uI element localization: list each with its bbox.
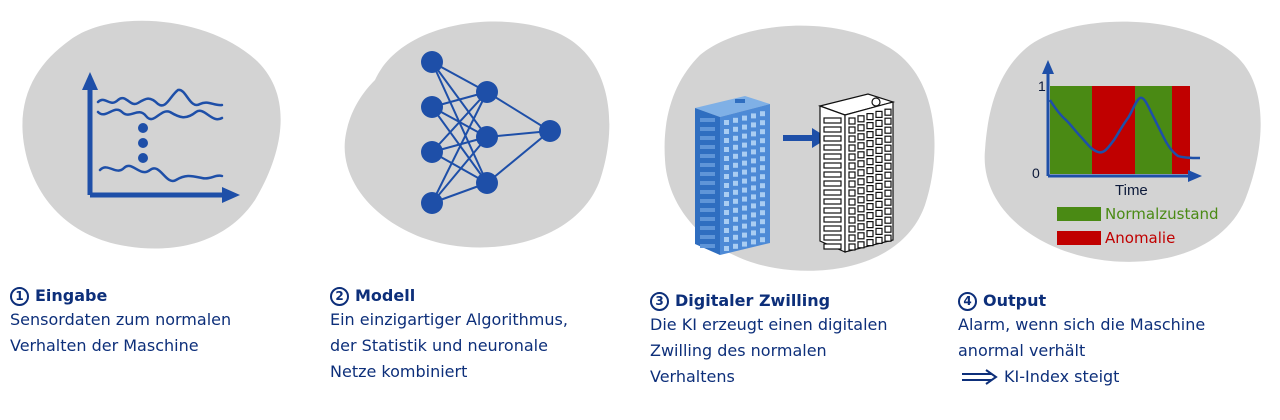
axes-icon	[87, 88, 228, 198]
step-caption-3: 3 Digitaler Zwilling Die KI erzeugt eine…	[650, 290, 950, 390]
double-arrow-right-icon	[962, 369, 998, 385]
signal-lines-icon	[96, 88, 224, 183]
network-node	[421, 51, 443, 73]
result-text: KI-Index steigt	[1004, 367, 1120, 386]
blob-background	[22, 20, 281, 249]
step-description-line: Alarm, wenn sich die Maschine	[958, 315, 1206, 334]
ki-index-curve	[1048, 96, 1201, 160]
step-description-line: der Statistik und neuronale	[330, 336, 548, 355]
legend-swatch-anomaly	[1057, 231, 1101, 245]
step-description-line: Zwilling des normalen	[650, 341, 827, 360]
sensor-data-illustration	[22, 20, 281, 249]
step-description-line: Ein einzigartiger Algorithmus,	[330, 310, 568, 329]
network-node	[421, 96, 443, 118]
step-description-line: Netze kombiniert	[330, 362, 468, 381]
anomaly-band	[1172, 86, 1190, 174]
step-panel-4: 1 0 Time Normalzustand Anomalie 4 Output…	[958, 0, 1280, 420]
anomaly-band	[1092, 86, 1135, 174]
legend-label-normal: Normalzustand	[1105, 205, 1219, 223]
anomaly-chart-illustration: 1 0 Time	[984, 21, 1261, 262]
step-description-line: anormal verhält	[958, 341, 1086, 360]
step-caption-2: 2 Modell Ein einzigartiger Algorithmus, …	[330, 285, 630, 385]
legend-item-anomaly: Anomalie	[1057, 229, 1175, 247]
normal-band	[1050, 86, 1092, 174]
step-description-line: Die KI erzeugt einen digitalen	[650, 315, 888, 334]
step-title-4: 4 Output	[958, 290, 1258, 312]
network-nodes-icon	[421, 51, 561, 214]
step-caption-1: 1 Eingabe Sensordaten zum normalen Verha…	[10, 285, 310, 359]
chart-y-bottom-label: 0	[1032, 165, 1040, 181]
legend-swatch-normal	[1057, 207, 1101, 221]
legend-item-normal: Normalzustand	[1057, 205, 1219, 223]
network-node	[476, 126, 498, 148]
step-title-text-3: Digitaler Zwilling	[675, 291, 831, 310]
step-caption-4: 4 Output Alarm, wenn sich die Maschine a…	[958, 290, 1258, 390]
network-node	[539, 120, 561, 142]
step-number-badge-4: 4	[958, 291, 977, 311]
step-panel-3: 3 Digitaler Zwilling Die KI erzeugt eine…	[640, 0, 960, 420]
step-title-1: 1 Eingabe	[10, 285, 310, 307]
step-description-line: Verhaltens	[650, 367, 735, 386]
step-title-text-2: Modell	[355, 286, 416, 305]
step-panel-1: 1 Eingabe Sensordaten zum normalen Verha…	[0, 0, 320, 420]
network-node	[476, 172, 498, 194]
neural-network-illustration	[344, 21, 610, 248]
step-panel-2: 2 Modell Ein einzigartiger Algorithmus, …	[320, 0, 640, 420]
network-node	[421, 192, 443, 214]
chart-x-label: Time	[1115, 182, 1148, 199]
legend-label-anomaly: Anomalie	[1105, 229, 1176, 247]
step-number-badge-3: 3	[650, 291, 669, 311]
digital-twin-building-icon	[817, 93, 896, 253]
step-result-line: KI-Index steigt	[958, 364, 1258, 390]
real-building-icon	[695, 96, 770, 255]
step-title-3: 3 Digitaler Zwilling	[650, 290, 950, 312]
step-number-badge-2: 2	[330, 286, 349, 306]
step-title-text-1: Eingabe	[35, 286, 108, 305]
step-description-line: Verhalten der Maschine	[10, 336, 199, 355]
step-description-line: Sensordaten zum normalen	[10, 310, 232, 329]
normal-band	[1135, 86, 1172, 174]
chart-y-top-label: 1	[1038, 78, 1046, 94]
step-number-badge-1: 1	[10, 286, 29, 306]
step-title-2: 2 Modell	[330, 285, 630, 307]
network-node	[421, 141, 443, 163]
network-node	[476, 81, 498, 103]
step-title-text-4: Output	[983, 291, 1047, 310]
digital-twin-illustration	[664, 25, 935, 271]
ellipsis-dots-icon	[138, 123, 148, 163]
